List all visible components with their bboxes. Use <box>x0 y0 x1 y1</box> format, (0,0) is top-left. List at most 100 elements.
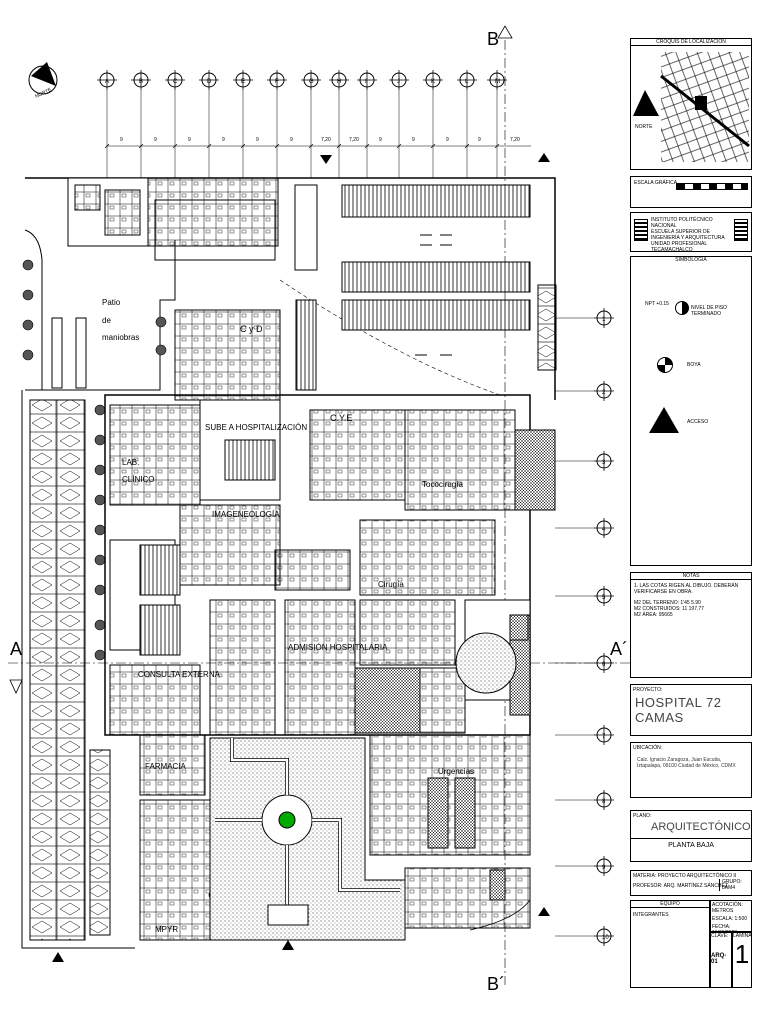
axis-bubble-col: I <box>357 70 377 178</box>
tree-icon <box>94 619 106 631</box>
tree-icon <box>94 404 106 416</box>
axis-label: 9 <box>602 865 606 871</box>
tree-icon <box>94 524 106 536</box>
unit-name: UNIDAD PROFESIONAL TECAMACHALCO <box>651 241 707 253</box>
axis-label: 8 <box>602 799 606 805</box>
axis-bubble-col: B <box>131 70 151 178</box>
note-3: M2 CONSTRUIDOS: 11 197.77 <box>634 606 704 612</box>
dimension-label: 7,20 <box>510 137 520 143</box>
label-farmacia: FARMACIA <box>145 762 187 771</box>
axis-bubble-col: D <box>199 70 219 178</box>
axis-label: 7 <box>602 734 606 740</box>
notes-title: NOTAS <box>631 573 751 580</box>
axis-label: G <box>309 79 314 85</box>
axis-label: C <box>173 79 178 85</box>
parking-left <box>29 317 111 941</box>
label-lab-2: CLÍNICO <box>122 475 154 484</box>
tree-icon <box>155 344 167 356</box>
note-2: M2 DEL TERRENO: 1'45 5.90 <box>634 600 701 606</box>
dimension-label: 9 <box>446 137 449 143</box>
dimension-label: 7,20 <box>349 137 359 143</box>
tree-icon <box>22 259 34 271</box>
ipn-logo-icon <box>634 219 648 241</box>
tree-icon <box>94 554 106 566</box>
tree-icon <box>22 319 34 331</box>
npt-label: NIVEL DE PISO TERMINADO <box>691 305 727 317</box>
note-4: M2 ÁREA: 95665 <box>634 612 673 618</box>
axis-label: K <box>431 79 435 85</box>
tree-icon <box>22 289 34 301</box>
label-sube-hosp: SUBE A HOSPITALIZACIÓN <box>205 423 307 432</box>
axis-label: 6 <box>602 662 606 668</box>
central-garden <box>209 737 406 941</box>
profesor-value: ARQ. MARTÍNEZ SÁNCHEZ <box>663 883 728 889</box>
grupo-value: 8AM4 <box>722 885 736 891</box>
service-block-top <box>67 177 318 391</box>
dimension-label: 9 <box>222 137 225 143</box>
north-arrow-icon: NORTE <box>28 62 58 100</box>
svg-text:NORTE: NORTE <box>635 124 653 130</box>
materia-value: PROYECTO ARQUITECTÓNICO II <box>657 873 737 879</box>
label-cye: C.Y.E <box>330 413 352 423</box>
axis-bubble-col: M <box>487 70 507 178</box>
esia-logo-icon <box>734 219 748 241</box>
symbology-title: SIMBOLOGÍA <box>675 257 707 263</box>
axis-bubble-row: 1 <box>555 308 614 328</box>
boya-label: BOYA <box>687 362 701 368</box>
label-imageneologia: IMAGENEOLOGÍA <box>212 510 280 519</box>
axis-label: 1 <box>602 317 606 323</box>
clave-panel: CLAVE: ARQ-01 <box>710 932 732 988</box>
location-sketch-panel: CROQUIS DE LOCALIZACIÓN NORTE <box>630 38 752 170</box>
location-north-icon <box>633 90 659 116</box>
axis-bubble-col: H <box>329 70 349 178</box>
axis-bubble-row: 8 <box>555 790 614 810</box>
dimension-label: 7,20 <box>321 137 331 143</box>
label-tococirugia: Tococirugía <box>422 480 463 489</box>
axis-bubble-row: 4 <box>555 518 614 538</box>
axis-label: 4 <box>602 527 606 533</box>
axis-label: L <box>465 79 469 85</box>
institute-name: INSTITUTO POLITÉCNICO NACIONAL <box>651 217 713 229</box>
tree-icon <box>22 349 34 361</box>
tree-icon <box>94 464 106 476</box>
project-name: HOSPITAL 72 CAMAS <box>635 695 722 725</box>
team-members: INTEGRANTES <box>633 912 669 918</box>
location-map: NORTE <box>633 52 750 162</box>
axis-label: J <box>397 79 400 85</box>
plan-sub: PLANTA BAJA <box>631 838 751 849</box>
lamina-value: 1 <box>734 939 750 969</box>
section-a-right: A´ <box>610 639 628 659</box>
tree-icon <box>155 316 167 328</box>
school-name: ESCUELA SUPERIOR DE INGENIERÍA Y ARQUITE… <box>651 229 725 241</box>
lamina-panel: LÁMINA 1 <box>732 932 752 988</box>
label-cirugia: Cirugía <box>378 580 404 589</box>
dimension-label: 9 <box>412 137 415 143</box>
axis-bubble-col: L <box>457 70 477 178</box>
north-label: NORTE <box>34 87 53 100</box>
institution-panel: INSTITUTO POLITÉCNICO NACIONAL ESCUELA S… <box>630 212 752 253</box>
location-title: CROQUIS DE LOCALIZACIÓN <box>631 39 751 46</box>
axis-label: 3 <box>602 460 606 466</box>
circular-court <box>455 614 529 694</box>
boya-icon <box>657 357 673 373</box>
acceso-label: ACCESO <box>687 419 709 425</box>
acceso-icon <box>649 407 679 433</box>
dimension-label: 9 <box>188 137 191 143</box>
tree-icon <box>94 584 106 596</box>
team-panel: EQUIPO INTEGRANTES <box>630 900 710 988</box>
dimension-label: 9 <box>379 137 382 143</box>
dimension-label: 9 <box>256 137 259 143</box>
label-urgencias: Urgencias <box>438 767 474 776</box>
dimension-label: 9 <box>154 137 157 143</box>
access-icons <box>52 153 550 962</box>
axis-bubble-row: 2 <box>555 381 614 401</box>
axis-bubble-col: F <box>267 70 287 178</box>
parking-top <box>341 184 557 371</box>
axis-label: 2 <box>602 390 606 396</box>
scale-bar <box>676 183 748 190</box>
note-1: 1. LAS COTAS RIGEN AL DIBUJO. DEBERÁN VE… <box>634 583 739 595</box>
axis-label: 5 <box>602 595 606 601</box>
